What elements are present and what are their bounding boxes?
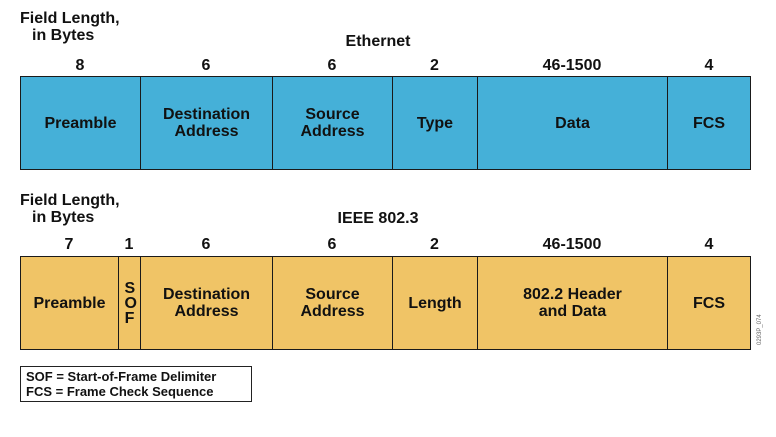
field-length-label-ieee: Field Length, in Bytes	[20, 192, 120, 226]
ieee-title: IEEE 802.3	[337, 210, 419, 227]
eth-len-fcs: 4	[704, 57, 714, 74]
field-length-label-ethernet: Field Length, in Bytes	[20, 10, 120, 44]
ieee-field-header-data: 802.2 Header and Data	[478, 257, 668, 349]
ieee-frame: Preamble S O F Destination Address Sourc…	[20, 256, 751, 350]
eth-field-source-address: Source Address	[273, 77, 393, 169]
eth-destination-label: Destination Address	[162, 106, 251, 140]
ieee-field-length: Length	[393, 257, 478, 349]
ieee-field-preamble: Preamble	[21, 257, 119, 349]
ieee-header-data-label: 802.2 Header and Data	[523, 286, 622, 320]
field-length-line-2: in Bytes	[32, 209, 95, 226]
ieee-len-preamble: 7	[64, 236, 74, 253]
eth-field-type: Type	[393, 77, 478, 169]
ethernet-title: Ethernet	[345, 33, 411, 50]
figure-id: 0293P_074	[757, 314, 763, 345]
field-length-line-1: Field Length,	[20, 10, 120, 27]
legend-fcs: FCS = Frame Check Sequence	[26, 384, 214, 399]
ethernet-frame: Preamble Destination Address Source Addr…	[20, 76, 751, 170]
eth-len-source: 6	[327, 57, 337, 74]
legend-box: SOF = Start-of-Frame Delimiter FCS = Fra…	[20, 366, 252, 402]
eth-field-fcs: FCS	[693, 114, 725, 132]
eth-len-preamble: 8	[75, 57, 85, 74]
sof-letters: S O F	[124, 279, 137, 327]
ieee-len-destination: 6	[201, 236, 211, 253]
eth-len-data: 46-1500	[542, 57, 602, 74]
ieee-field-destination-address: Destination Address	[141, 257, 273, 349]
eth-source-label: Source Address	[300, 106, 365, 140]
ieee-len-data: 46-1500	[542, 236, 602, 253]
field-length-line-2: in Bytes	[32, 27, 95, 44]
eth-field-preamble: Preamble	[21, 77, 141, 169]
ieee-len-source: 6	[327, 236, 337, 253]
eth-field-data: Data	[478, 77, 668, 169]
ieee-field-source-address: Source Address	[273, 257, 393, 349]
eth-len-type: 2	[430, 57, 439, 74]
ieee-len-length: 2	[430, 236, 439, 253]
legend-sof: SOF = Start-of-Frame Delimiter	[26, 369, 217, 384]
ieee-field-fcs: FCS	[693, 294, 725, 312]
ieee-source-label: Source Address	[300, 286, 365, 320]
ieee-field-sof: S O F	[119, 257, 141, 349]
eth-len-destination: 6	[201, 57, 211, 74]
ieee-len-fcs: 4	[704, 236, 714, 253]
eth-field-destination-address: Destination Address	[141, 77, 273, 169]
ieee-len-sof: 1	[124, 236, 134, 253]
field-length-line-1: Field Length,	[20, 192, 120, 209]
ieee-destination-label: Destination Address	[162, 286, 251, 320]
